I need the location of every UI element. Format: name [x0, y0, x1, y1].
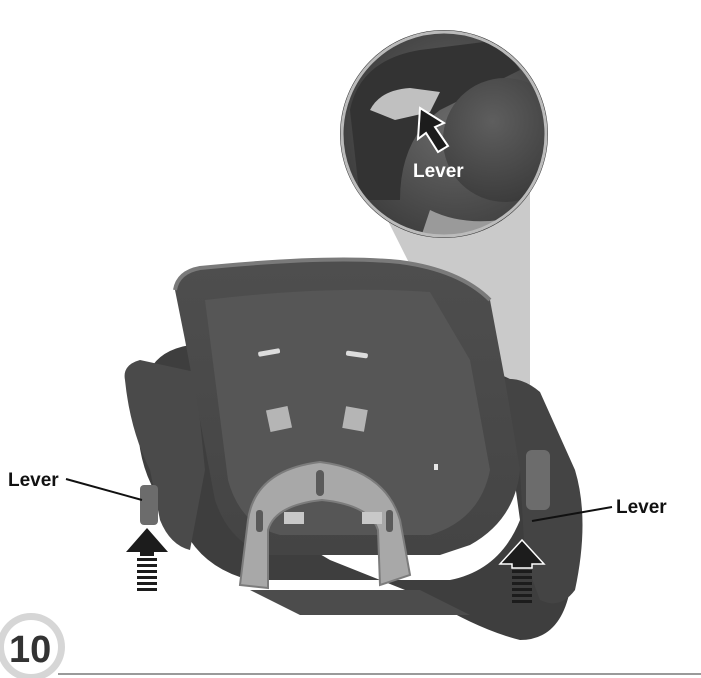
buckle-bracket	[238, 460, 412, 590]
right-lever-leader	[531, 506, 613, 522]
right-lever-mechanism	[526, 450, 550, 510]
buckle-clip	[362, 512, 382, 524]
inset-push-arrow	[416, 106, 450, 154]
left-lever-mechanism	[140, 485, 158, 525]
left-lever-leader	[65, 478, 143, 501]
base-foot	[250, 590, 470, 615]
right-push-arrow	[498, 538, 546, 603]
harness-slot	[258, 348, 281, 357]
harness-slot	[345, 350, 368, 359]
lever-cap	[443, 78, 546, 202]
buckle-slot	[386, 510, 393, 532]
lever-detail-inset: Lever	[340, 30, 548, 238]
indicator-dot	[434, 464, 438, 470]
buckle-slot	[316, 470, 324, 496]
step-number-badge: 10	[0, 613, 65, 678]
lever-label-right: Lever	[616, 497, 667, 518]
buckle-clip	[284, 512, 304, 524]
seat-left-wing	[124, 360, 205, 550]
left-push-arrow	[126, 528, 168, 591]
lever-label-inset: Lever	[413, 161, 464, 182]
harness-pad	[265, 405, 293, 433]
step-number: 10	[9, 629, 51, 671]
seat-back-rim	[173, 257, 492, 302]
harness-pad	[342, 406, 368, 432]
lever-label-left: Lever	[8, 470, 59, 491]
buckle-slot	[256, 510, 263, 532]
